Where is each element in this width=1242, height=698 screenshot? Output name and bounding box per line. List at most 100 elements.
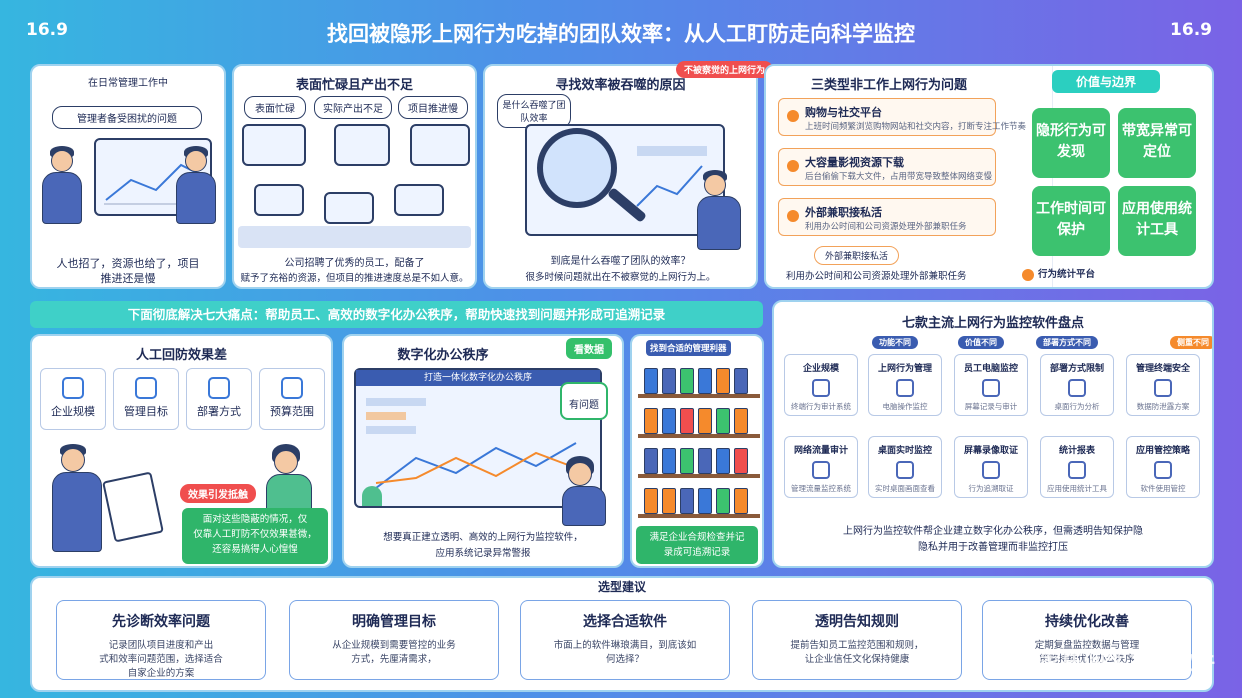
software-icon (982, 379, 1000, 397)
desk-monitor-1 (254, 184, 304, 216)
plant-icon (362, 486, 382, 506)
panel4-title: 三类型非工作上网行为问题 (810, 78, 967, 93)
advice-card: 明确管理目标从企业规模到需要管控的业务方式，先厘清需求， (289, 600, 499, 680)
software-icon (1068, 461, 1086, 479)
software-icon (1154, 379, 1172, 397)
panel-tool-shelf: 找到合适的管理利器 满足企业合规检查并记 录成可追溯记录 (630, 334, 764, 568)
value-box-stats: 应用使用统计工具 (1118, 186, 1196, 256)
value-box-label: 应用使用统计工具 (1122, 201, 1192, 238)
watermark: @石家庄间客之眼软件 (996, 650, 1216, 674)
software-icon (1154, 461, 1172, 479)
page-title: 找回被隐形上网行为吃掉的团队效率：从人工盯防走向科学监控 (327, 22, 915, 46)
advice-card-title: 先诊断效率问题 (112, 614, 210, 630)
panel-software-review: 七款主流上网行为监控软件盘点 功能不同 价值不同 部署方式不同 侧重不同 企业规… (772, 300, 1214, 568)
problem-item-download: 大容量影视资源下载 后台偷偷下载大文件，占用带宽导致整体网络变慢 (778, 148, 996, 186)
see-data-badge: 看数据 (566, 338, 612, 359)
advice-line: 策略持续优化办公秩序 (1039, 654, 1135, 665)
shelf-header: 找到合适的管理利器 (646, 340, 731, 356)
factor-card-goal: 管理目标 (113, 368, 179, 430)
pain-point-banner: 下面彻底解决七大痛点：帮助员工、高效的数字化办公秩序，帮助快速找到问题并形成可追… (30, 301, 763, 328)
problem-desc: 利用办公时间和公司资源处理外部兼职任务 (805, 222, 967, 232)
panel-selection-advice: 选型建议 先诊断效率问题记录团队项目进度和产出式和效率问题范围，选择适合自家企业… (30, 576, 1214, 692)
software-card[interactable]: 管理终端安全数据防泄露方案 (1126, 354, 1200, 416)
panel-problem-types: 三类型非工作上网行为问题 购物与社交平台 上班时间频繁浏览购物网站和社交内容，打… (764, 64, 1214, 289)
compliance-note: 满足企业合规检查并记 录成可追溯记录 (636, 526, 758, 564)
panel1-caption-2: 推进还是慢 (100, 272, 156, 285)
software-card[interactable]: 网络流量审计管理流量监控系统 (784, 436, 858, 498)
value-box-label: 带宽异常可定位 (1122, 123, 1192, 160)
panel-busy-surface: 表面忙碌且产出不足 表面忙碌 实际产出不足 项目推进慢 公司招聘了优秀的员工，配… (232, 64, 477, 289)
wall-screen-mid (334, 124, 390, 166)
advice-line: 提前告知员工监控范围和规则， (790, 640, 924, 651)
software-desc: 屏幕记录与审计 (964, 402, 1018, 411)
download-icon (787, 160, 799, 172)
note-line: 仅靠人工盯防不仅效果甚微， (193, 529, 317, 540)
board-title: 在日常管理工作中 (88, 78, 168, 89)
value-box-label: 工作时间可保护 (1036, 201, 1106, 238)
value-box-discover: 隐形行为可发现 (1032, 108, 1110, 178)
panel3-title: 寻找效率被吞噬的原因 (555, 78, 686, 93)
badge-deploy: 部署方式不同 (1036, 336, 1098, 349)
panel-find-cause: 寻找效率被吞噬的原因 是什么吞噬了团队效率 到底是什么吞噬了团队的效率？ 很多时… (483, 64, 758, 289)
software-card[interactable]: 应用管控策略软件使用管控 (1126, 436, 1200, 498)
warning-note: 面对这些隐蔽的情况，仅 仅靠人工盯防不仅效果甚微， 还容易搞得人心惶惶 (182, 508, 328, 564)
software-card[interactable]: 屏幕录像取证行为追溯取证 (954, 436, 1028, 498)
panel9-caption-2: 隐私并用于改善管理而非监控打压 (918, 542, 1068, 553)
alert-note: 有问题 (560, 382, 608, 420)
problem-title: 购物与社交平台 (805, 106, 882, 119)
software-card[interactable]: 员工电脑监控屏幕记录与审计 (954, 354, 1028, 416)
software-desc: 桌面行为分析 (1054, 402, 1100, 411)
header: 16.9 找回被隐形上网行为吃掉的团队效率：从人工盯防走向科学监控 16.9 (0, 0, 1242, 62)
factor-card-deploy: 部署方式 (186, 368, 252, 430)
sidejob-tag: 外部兼职接私活 (814, 246, 900, 265)
advice-card-title: 持续优化改善 (1045, 614, 1129, 630)
software-icon (812, 379, 830, 397)
version-right: 16.9 (1170, 20, 1212, 40)
alert-text: 有问题 (569, 400, 599, 411)
software-name: 员工电脑监控 (963, 364, 1018, 374)
software-desc: 实时桌面画面查看 (875, 484, 935, 493)
note-line: 面对这些隐蔽的情况，仅 (202, 514, 308, 525)
problem-title: 大容量影视资源下载 (805, 156, 904, 169)
software-card[interactable]: 统计报表应用使用统计工具 (1040, 436, 1114, 498)
badge-value: 价值不同 (958, 336, 1004, 349)
factor-card-scale: 企业规模 (40, 368, 106, 430)
version-left: 16.9 (26, 20, 68, 40)
problem-title: 外部兼职接私活 (805, 206, 882, 219)
bubble-busy: 表面忙碌 (244, 96, 306, 119)
value-box-label: 隐形行为可发现 (1036, 123, 1106, 160)
monitor-chart (636, 146, 707, 207)
software-icon (1068, 379, 1086, 397)
dashboard-chart (366, 398, 577, 489)
panel4-caption: 利用办公时间和公司资源处理外部兼职任务 (786, 271, 967, 282)
software-desc: 电脑操作监控 (882, 402, 928, 411)
software-desc: 应用使用统计工具 (1047, 484, 1107, 493)
problem-item-sidejob: 外部兼职接私活 利用办公时间和公司资源处理外部兼职任务 (778, 198, 996, 236)
panel2-caption-2: 赋予了充裕的资源，但项目的推进速度总是不如人意。 (240, 273, 469, 284)
panel2-caption-1: 公司招聘了优秀的员工，配备了 (284, 258, 425, 269)
advice-line: 记录团队项目进度和产出 (108, 640, 214, 651)
panel7-caption-2: 应用系统记录异常警报 (435, 548, 531, 559)
panel2-title: 表面忙碌且产出不足 (295, 78, 413, 93)
panel-manual-defense: 人工回防效果差 企业规模 管理目标 部署方式 预算范围 效果引发抵触 面对这些隐… (30, 334, 333, 568)
platform-icon (1022, 268, 1034, 281)
bubble-slow: 项目推进慢 (398, 96, 468, 119)
software-name: 网络流量审计 (793, 446, 848, 456)
deploy-icon (208, 377, 230, 399)
software-name: 管理终端安全 (1135, 364, 1190, 374)
software-card[interactable]: 部署方式限制桌面行为分析 (1040, 354, 1114, 416)
advice-line: 从企业规模到需要管控的业务 (332, 640, 456, 651)
software-card[interactable]: 企业规模终端行为审计系统 (784, 354, 858, 416)
factor-label: 预算范围 (270, 405, 314, 418)
software-card[interactable]: 上网行为管理电脑操作监控 (868, 354, 942, 416)
panel-digital-order: 数字化办公秩序 看数据 打造一体化数字化办公秩序 有问题 想要真正建立透明、高效… (342, 334, 624, 568)
software-card[interactable]: 桌面实时监控实时桌面画面查看 (868, 436, 942, 498)
factor-label: 企业规模 (51, 405, 95, 418)
platform-text: 行为统计平台 (1038, 269, 1096, 280)
software-name: 屏幕录像取证 (963, 446, 1018, 456)
badge-focus: 侧重不同 (1170, 336, 1212, 349)
panel3-caption-2: 很多时候问题就出在不被察觉的上网行为上。 (525, 272, 716, 283)
advice-line: 式和效率问题范围，选择适合 (99, 654, 223, 665)
software-icon (896, 461, 914, 479)
software-desc: 行为追溯取证 (968, 484, 1014, 493)
